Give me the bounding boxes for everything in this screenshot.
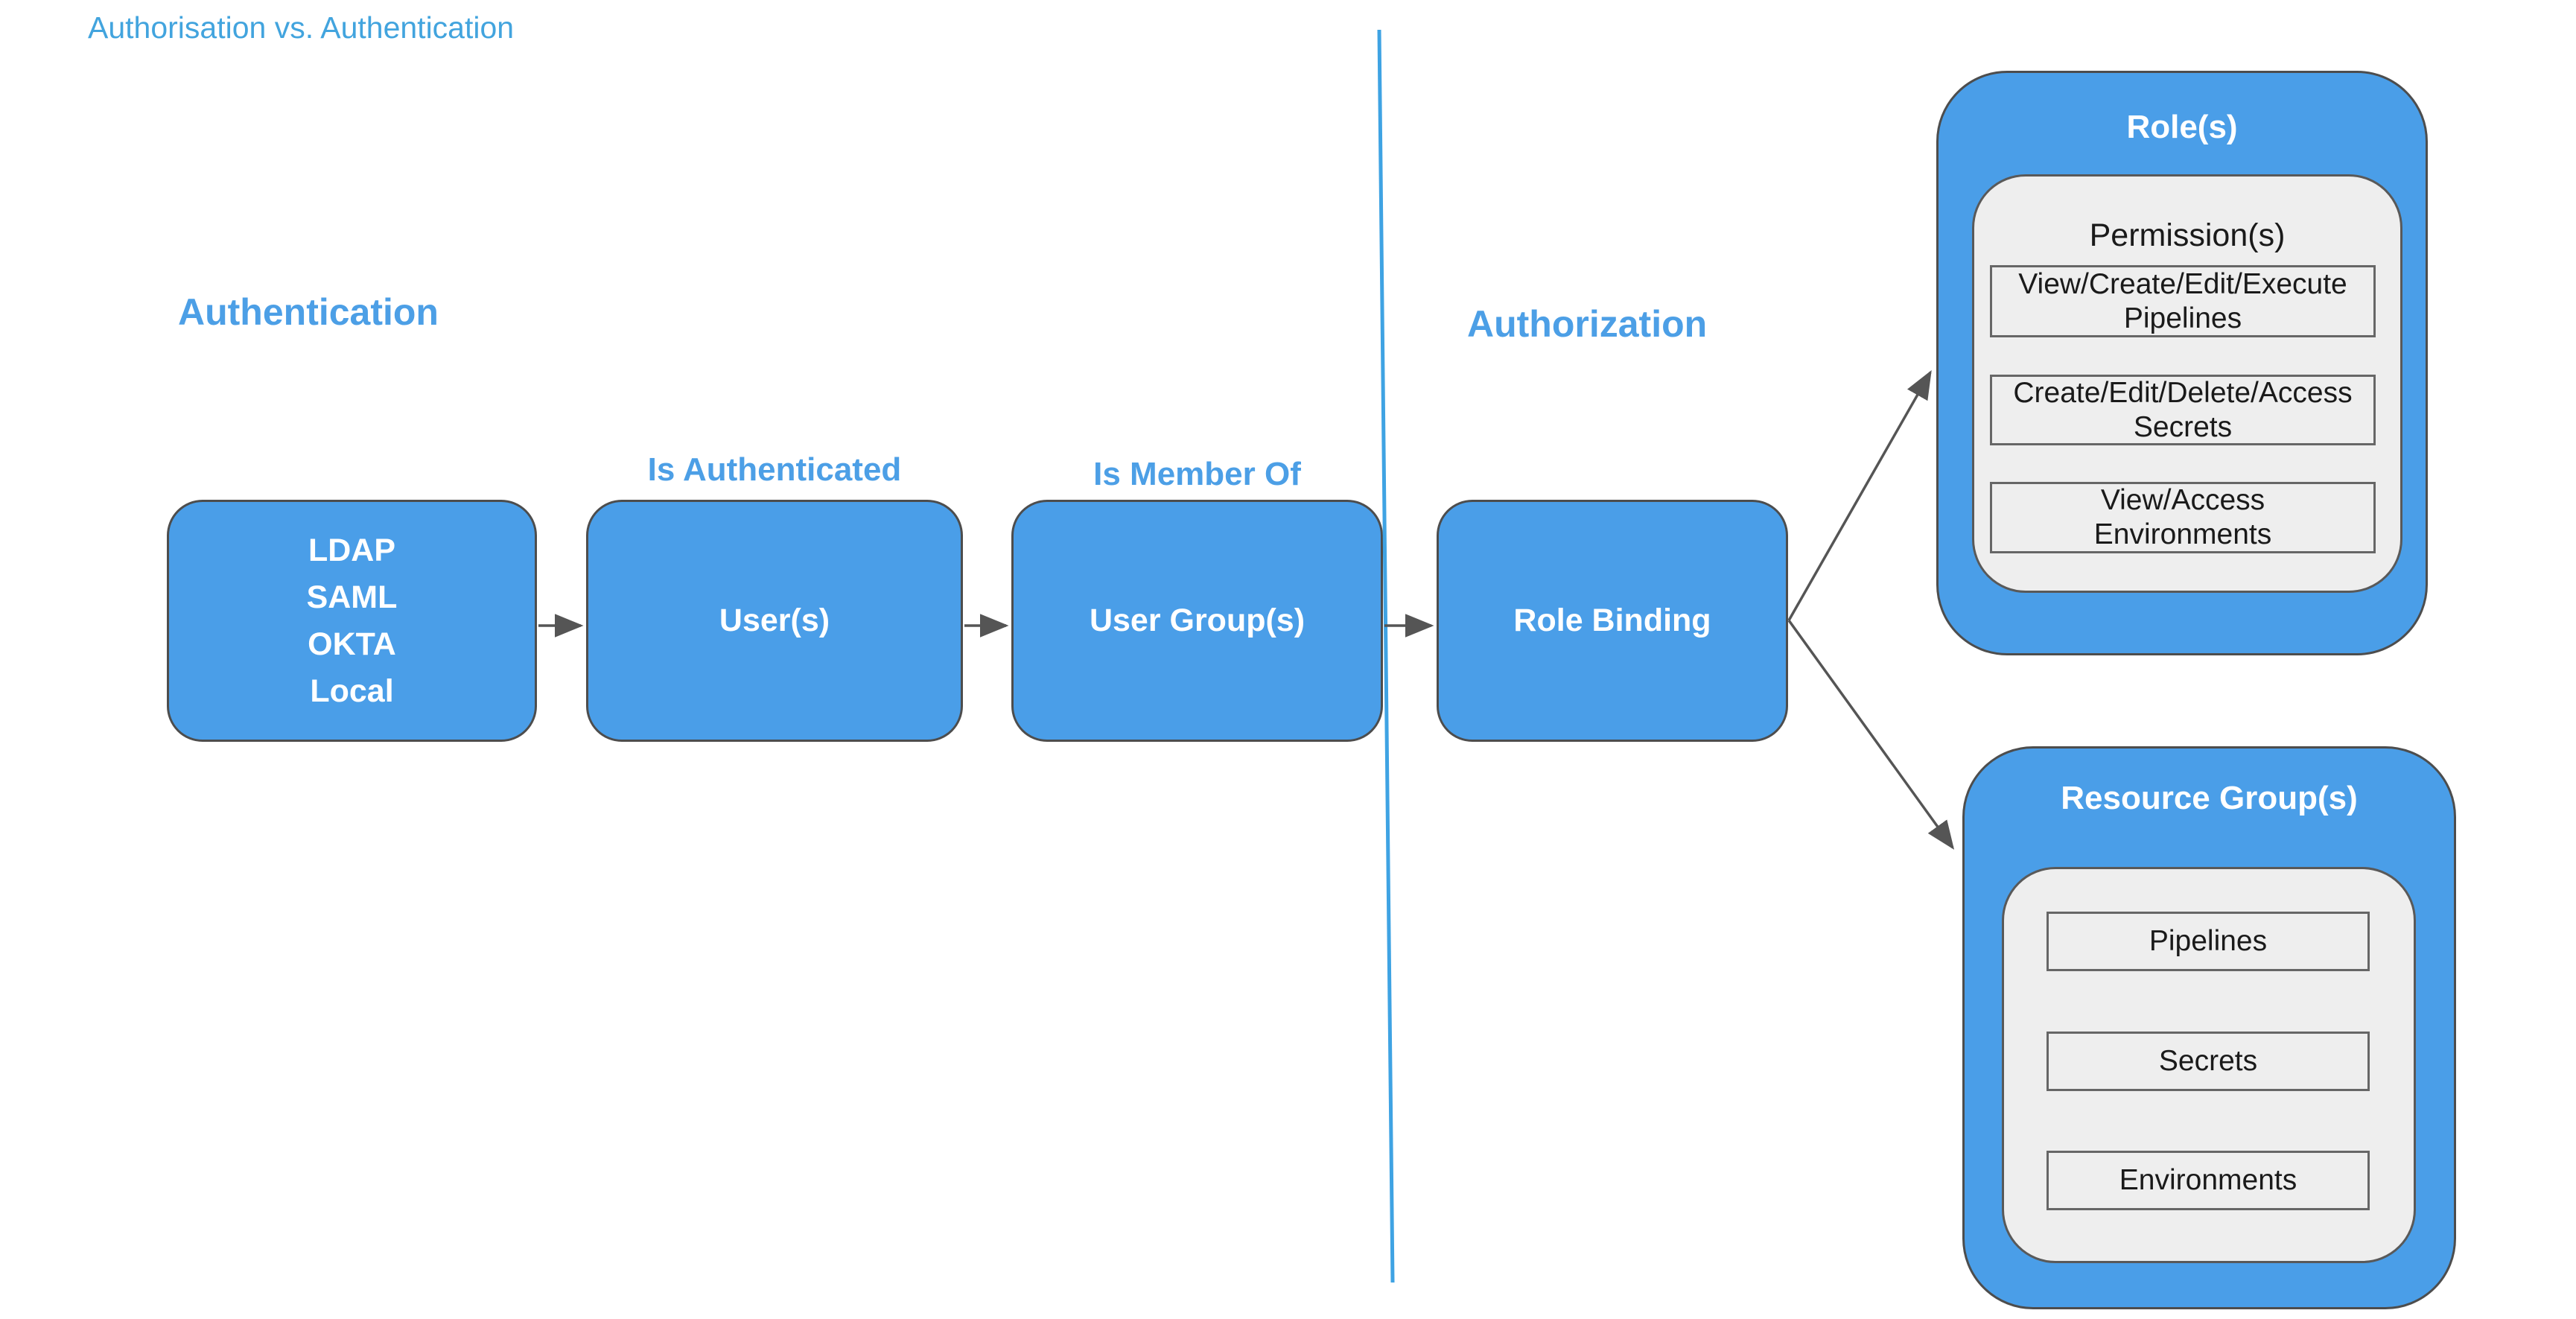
node-role-binding: Role Binding	[1437, 500, 1788, 742]
node-users: User(s)	[586, 500, 963, 742]
resource-item-secrets: Secrets	[2047, 1032, 2370, 1091]
node-identity-providers: LDAP SAML OKTA Local	[167, 500, 537, 742]
idp-line-ldap: LDAP	[308, 532, 396, 568]
node-user-groups: User Group(s)	[1011, 500, 1383, 742]
permission-item-line: Pipelines	[2123, 302, 2242, 334]
idp-line-local: Local	[310, 673, 394, 709]
permissions-panel: Permission(s) View/Create/Edit/Execute P…	[1972, 174, 2402, 593]
node-roles-label: Role(s)	[2126, 109, 2238, 145]
resource-item-environments: Environments	[2047, 1151, 2370, 1210]
idp-line-okta: OKTA	[308, 626, 396, 662]
node-roles: Role(s) Permission(s) View/Create/Edit/E…	[1936, 71, 2428, 655]
permission-item-pipelines: View/Create/Edit/Execute Pipelines	[1990, 265, 2376, 337]
permission-item-line: View/Access	[2100, 484, 2265, 516]
node-role-binding-label: Role Binding	[1513, 603, 1711, 638]
node-users-label: User(s)	[719, 603, 830, 638]
is-authenticated-label: Is Authenticated	[647, 451, 902, 488]
arrow-binding-to-roles	[1787, 369, 1932, 621]
permission-item-environments: View/Access Environments	[1990, 482, 2376, 553]
resource-item-pipelines: Pipelines	[2047, 912, 2370, 971]
permission-item-secrets: Create/Edit/Delete/Access Secrets	[1990, 375, 2376, 445]
node-resource-groups-label: Resource Group(s)	[2061, 780, 2358, 816]
permission-item-line: Create/Edit/Delete/Access	[2013, 376, 2353, 409]
resources-panel: Pipelines Secrets Environments	[2002, 867, 2416, 1263]
idp-line-saml: SAML	[306, 579, 398, 615]
permission-item-line: Secrets	[2133, 410, 2233, 443]
permission-item-line: View/Create/Edit/Execute	[2018, 267, 2347, 300]
is-member-of-label: Is Member Of	[1093, 456, 1301, 492]
arrow-binding-to-resource-groups	[1787, 619, 1955, 850]
authorization-heading: Authorization	[1467, 303, 1708, 345]
permissions-panel-title: Permission(s)	[2089, 217, 2286, 253]
page-title: Authorisation vs. Authentication	[88, 10, 515, 45]
authentication-heading: Authentication	[178, 291, 439, 333]
node-resource-groups: Resource Group(s) Pipelines Secrets Envi…	[1962, 746, 2456, 1309]
permission-item-line: Environments	[2093, 518, 2272, 550]
node-user-groups-label: User Group(s)	[1089, 603, 1306, 638]
